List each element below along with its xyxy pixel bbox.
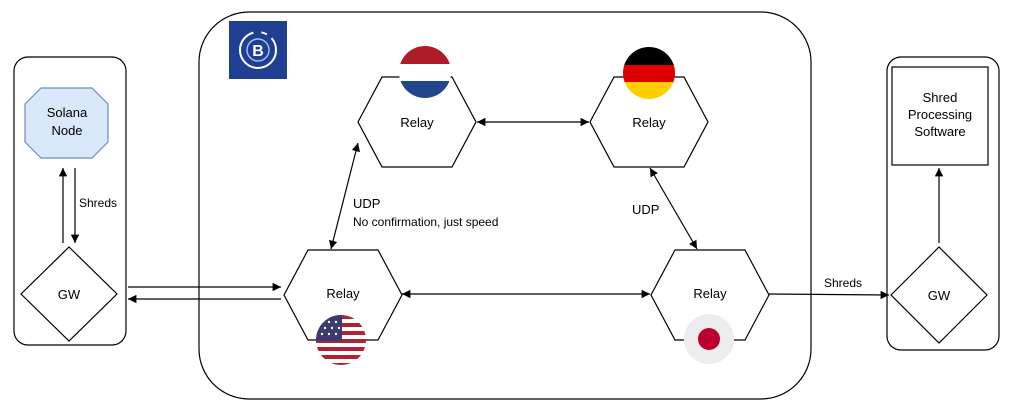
relay-japan [650,249,770,341]
relay-germany-label: Relay [632,115,666,130]
nl-us-link [329,142,360,250]
svg-text:B: B [252,43,264,60]
germany-flag-icon [623,47,675,99]
bloxroute-logo-icon: B [229,21,287,79]
usa-flag-icon [316,315,366,365]
japan-flag-icon [684,314,734,364]
relay-netherlands [357,76,477,168]
de-jp-link [649,167,698,250]
software-label-3: Software [914,124,965,139]
left-gw-label: GW [58,287,81,302]
nl-us-edge-label-2: No confirmation, just speed [353,215,498,229]
netherlands-flag-icon [399,46,451,98]
jp-gw-edge-label: Shreds [824,276,862,290]
relay-japan-label: Relay [693,286,727,301]
relay-usa [283,249,403,341]
left-gw-diamond [20,246,118,342]
solana-node-label-1: Solana [47,105,88,120]
relay-japan-to-gw-arrow [768,290,890,300]
relay-netherlands-label: Relay [400,115,434,130]
software-label-1: Shred [923,90,958,105]
solana-gw-edge-label: Shreds [79,196,117,210]
solana-node [24,87,109,159]
solana-node-label-2: Node [51,123,82,138]
right-container [886,56,1000,351]
software-label-2: Processing [908,107,972,122]
shred-processing-software [891,66,989,166]
de-jp-edge-label: UDP [632,202,659,217]
right-gw-diamond [890,246,988,344]
relay-germany [589,76,709,168]
left-container [13,56,127,346]
relay-usa-label: Relay [326,286,360,301]
right-gw-label: GW [928,288,951,303]
nl-us-edge-label-1: UDP [353,196,380,211]
center-container [198,11,812,400]
